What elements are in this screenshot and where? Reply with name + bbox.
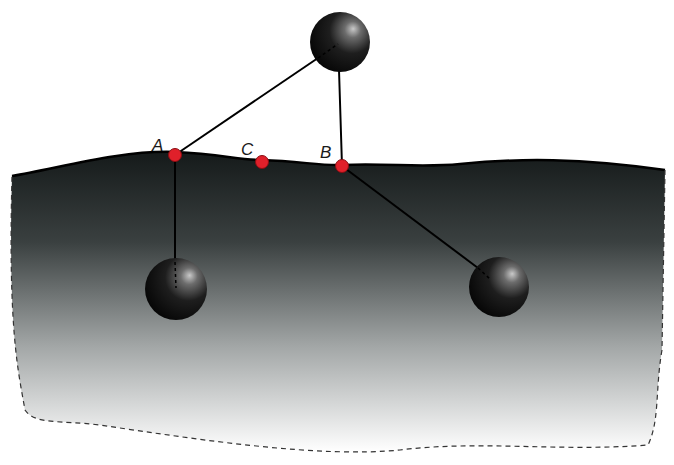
point-label: A (152, 137, 163, 154)
point-marker (336, 160, 349, 173)
point-label: B (320, 144, 331, 161)
point-marker (169, 149, 182, 162)
rod (174, 155, 176, 262)
rod-hidden-part (318, 44, 338, 58)
surface-body (11, 152, 665, 452)
rod-hidden-part (175, 262, 176, 288)
point-marker (256, 156, 269, 169)
sphere (310, 12, 370, 72)
rod (339, 70, 342, 166)
sphere (145, 258, 207, 320)
sphere (469, 257, 529, 317)
point-label: C (241, 141, 253, 158)
rod (342, 166, 478, 268)
surface-edge (12, 152, 665, 176)
surface-cut-boundary (11, 170, 665, 452)
rod-hidden-part (478, 268, 490, 279)
